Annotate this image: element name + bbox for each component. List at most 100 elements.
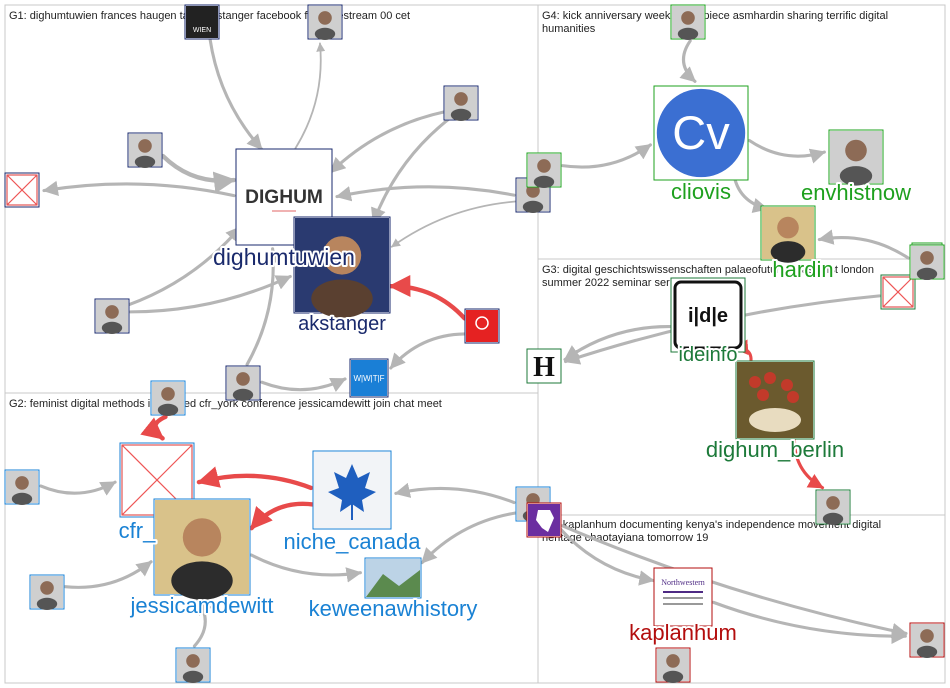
svg-text:Cv: Cv — [672, 106, 730, 159]
avatar-icon — [150, 380, 186, 417]
node-g1-a2[interactable] — [443, 85, 479, 122]
edge-g1_a2-to-akstanger — [371, 116, 452, 224]
node-asmhardin[interactable] — [760, 205, 816, 263]
node-g3-h[interactable]: H — [526, 348, 562, 384]
missing-image-icon — [880, 274, 916, 310]
svg-text:H: H — [533, 352, 555, 383]
node-akstanger[interactable] — [293, 216, 391, 318]
edge-g2_a3-to-jessicamdewitt — [63, 560, 153, 589]
node-ideinfo[interactable]: i|d|e — [670, 277, 746, 353]
edge-g1_a4-to-dighumtuwien — [126, 225, 242, 307]
node-g2-a3[interactable] — [29, 574, 65, 611]
node-g1-missing[interactable] — [4, 172, 40, 208]
northwestern-logo-icon: Northwestern — [653, 567, 713, 627]
svg-text:i|d|e: i|d|e — [688, 305, 728, 327]
group-title-g2-line-1: G2: feminist digital methods interested … — [9, 398, 442, 410]
edge-g1_a5-to-wwtf — [260, 377, 347, 392]
edge-dighum_berlin-to-g3_a1 — [792, 434, 825, 490]
node-label-envhistnow: envhistnow — [801, 180, 911, 205]
edge-g5_a3-to-kaplanhum — [559, 527, 655, 586]
person-photo-icon — [760, 205, 816, 263]
group-title-g4: G4: kick anniversary week today piece as… — [542, 10, 891, 35]
edge-ideinfo-to-g3_h — [563, 325, 673, 362]
avatar-icon — [307, 4, 343, 41]
avatar-icon — [909, 244, 945, 281]
node-wwtf[interactable]: W|W|T|F — [349, 358, 389, 398]
node-envhistnow[interactable] — [828, 129, 884, 186]
node-g5-a3[interactable] — [526, 502, 562, 538]
edge-g1_a3-to-akstanger — [390, 200, 517, 248]
avatar-icon — [655, 647, 691, 684]
svg-text:W|W|T|F: W|W|T|F — [353, 374, 384, 383]
node-g1-top-b[interactable] — [307, 4, 343, 41]
group-title-g4-line-1: G4: kick anniversary week today piece as… — [542, 10, 888, 22]
avatar-icon — [4, 469, 40, 506]
edge-g2_a1-to-cfr_york — [140, 414, 168, 441]
node-g3-missing[interactable] — [880, 274, 916, 310]
vienna-science-logo-icon — [464, 308, 500, 344]
edge-g1_a5-to-dighumtuwien — [245, 247, 282, 366]
edge-g5_a3-to-g5_a1 — [560, 524, 908, 639]
person-photo-icon — [153, 498, 251, 600]
node-label-asmhardin: hardin — [772, 257, 833, 282]
dighum-logo-icon: DIGHUM — [235, 148, 333, 246]
wwtf-logo-icon: W|W|T|F — [349, 358, 389, 398]
edge-g2_a2-to-cfr_york — [39, 480, 117, 496]
node-g1-a5[interactable] — [225, 365, 261, 402]
svg-text:Northwestern: Northwestern — [661, 578, 705, 587]
maple-leaf-logo-icon — [312, 450, 392, 530]
node-vienna-science[interactable] — [464, 308, 500, 344]
h-logo-icon: H — [526, 348, 562, 384]
node-g5-a2[interactable] — [655, 647, 691, 684]
edge-vienna_science-to-wwtf — [389, 332, 467, 370]
edge-dighumtuwien-to-g1_missing — [42, 180, 236, 198]
edge-vienna_science-to-akstanger — [388, 275, 467, 321]
node-label-cfr-york: cfr_ — [119, 518, 156, 543]
node-jessicamdewitt[interactable] — [153, 498, 251, 600]
node-kaplanhum[interactable]: Northwestern — [653, 567, 713, 627]
group-box-g2 — [4, 392, 539, 684]
node-g1-top-a[interactable]: WIEN — [184, 4, 220, 40]
africa-map-icon — [526, 502, 562, 538]
edge-niche_canada-to-cfr_york — [196, 466, 314, 491]
avatar-icon — [94, 298, 130, 335]
node-g4-a2[interactable] — [526, 152, 562, 189]
edge-jessicamdewitt-to-keweenawhistory — [249, 553, 362, 583]
node-label-jessicamdewitt: jessicamdewitt — [129, 593, 273, 618]
edge-g1_a3-to-dighumtuwien — [335, 185, 516, 202]
node-g2-a4[interactable] — [175, 647, 211, 684]
group-boxes — [4, 4, 946, 684]
node-g5-a1[interactable] — [909, 622, 945, 659]
group-title-g2: G2: feminist digital methods interested … — [9, 398, 442, 410]
node-dighumtuwien[interactable]: DIGHUM — [235, 148, 333, 246]
ide-logo-icon: i|d|e — [670, 277, 746, 353]
avatar-icon — [29, 574, 65, 611]
flowers-photo-icon — [735, 360, 815, 440]
node-g4-a5[interactable] — [909, 244, 945, 281]
cv-logo-icon: Cv — [653, 85, 749, 181]
edge-dighumtuwien-to-g1_top_b — [294, 42, 326, 150]
edge-g2_a4-to-jessicamdewitt — [192, 598, 213, 648]
avatar-icon — [127, 132, 163, 169]
edge-g4_a2-to-cliovis — [560, 143, 652, 169]
node-g2-a2[interactable] — [4, 469, 40, 506]
node-niche-canada[interactable] — [312, 450, 392, 530]
avatar-icon — [670, 4, 706, 41]
person-photo-icon — [293, 216, 391, 318]
node-g3-a1[interactable] — [815, 489, 851, 526]
node-g1-a1[interactable] — [127, 132, 163, 169]
group-title-g4-line-2: humanities — [542, 23, 596, 35]
group-title-g5-line-1: G5: kaplanhum documenting kenya's indepe… — [542, 519, 881, 531]
node-g2-a1[interactable] — [150, 380, 186, 417]
edge-niche_canada-to-jessicamdewitt — [249, 501, 316, 531]
edge-g2_a5-to-niche_canada — [394, 482, 516, 505]
edge-g4_a5-to-asmhardin — [817, 229, 910, 260]
node-g1-a4[interactable] — [94, 298, 130, 335]
node-cliovis[interactable]: Cv — [653, 85, 749, 181]
avatar-icon — [828, 129, 884, 186]
node-keweenawhistory[interactable] — [364, 557, 422, 599]
node-dighum-berlin[interactable] — [735, 360, 815, 440]
node-g4-a1[interactable] — [670, 4, 706, 41]
edge-g1_a4-to-akstanger — [128, 274, 292, 314]
